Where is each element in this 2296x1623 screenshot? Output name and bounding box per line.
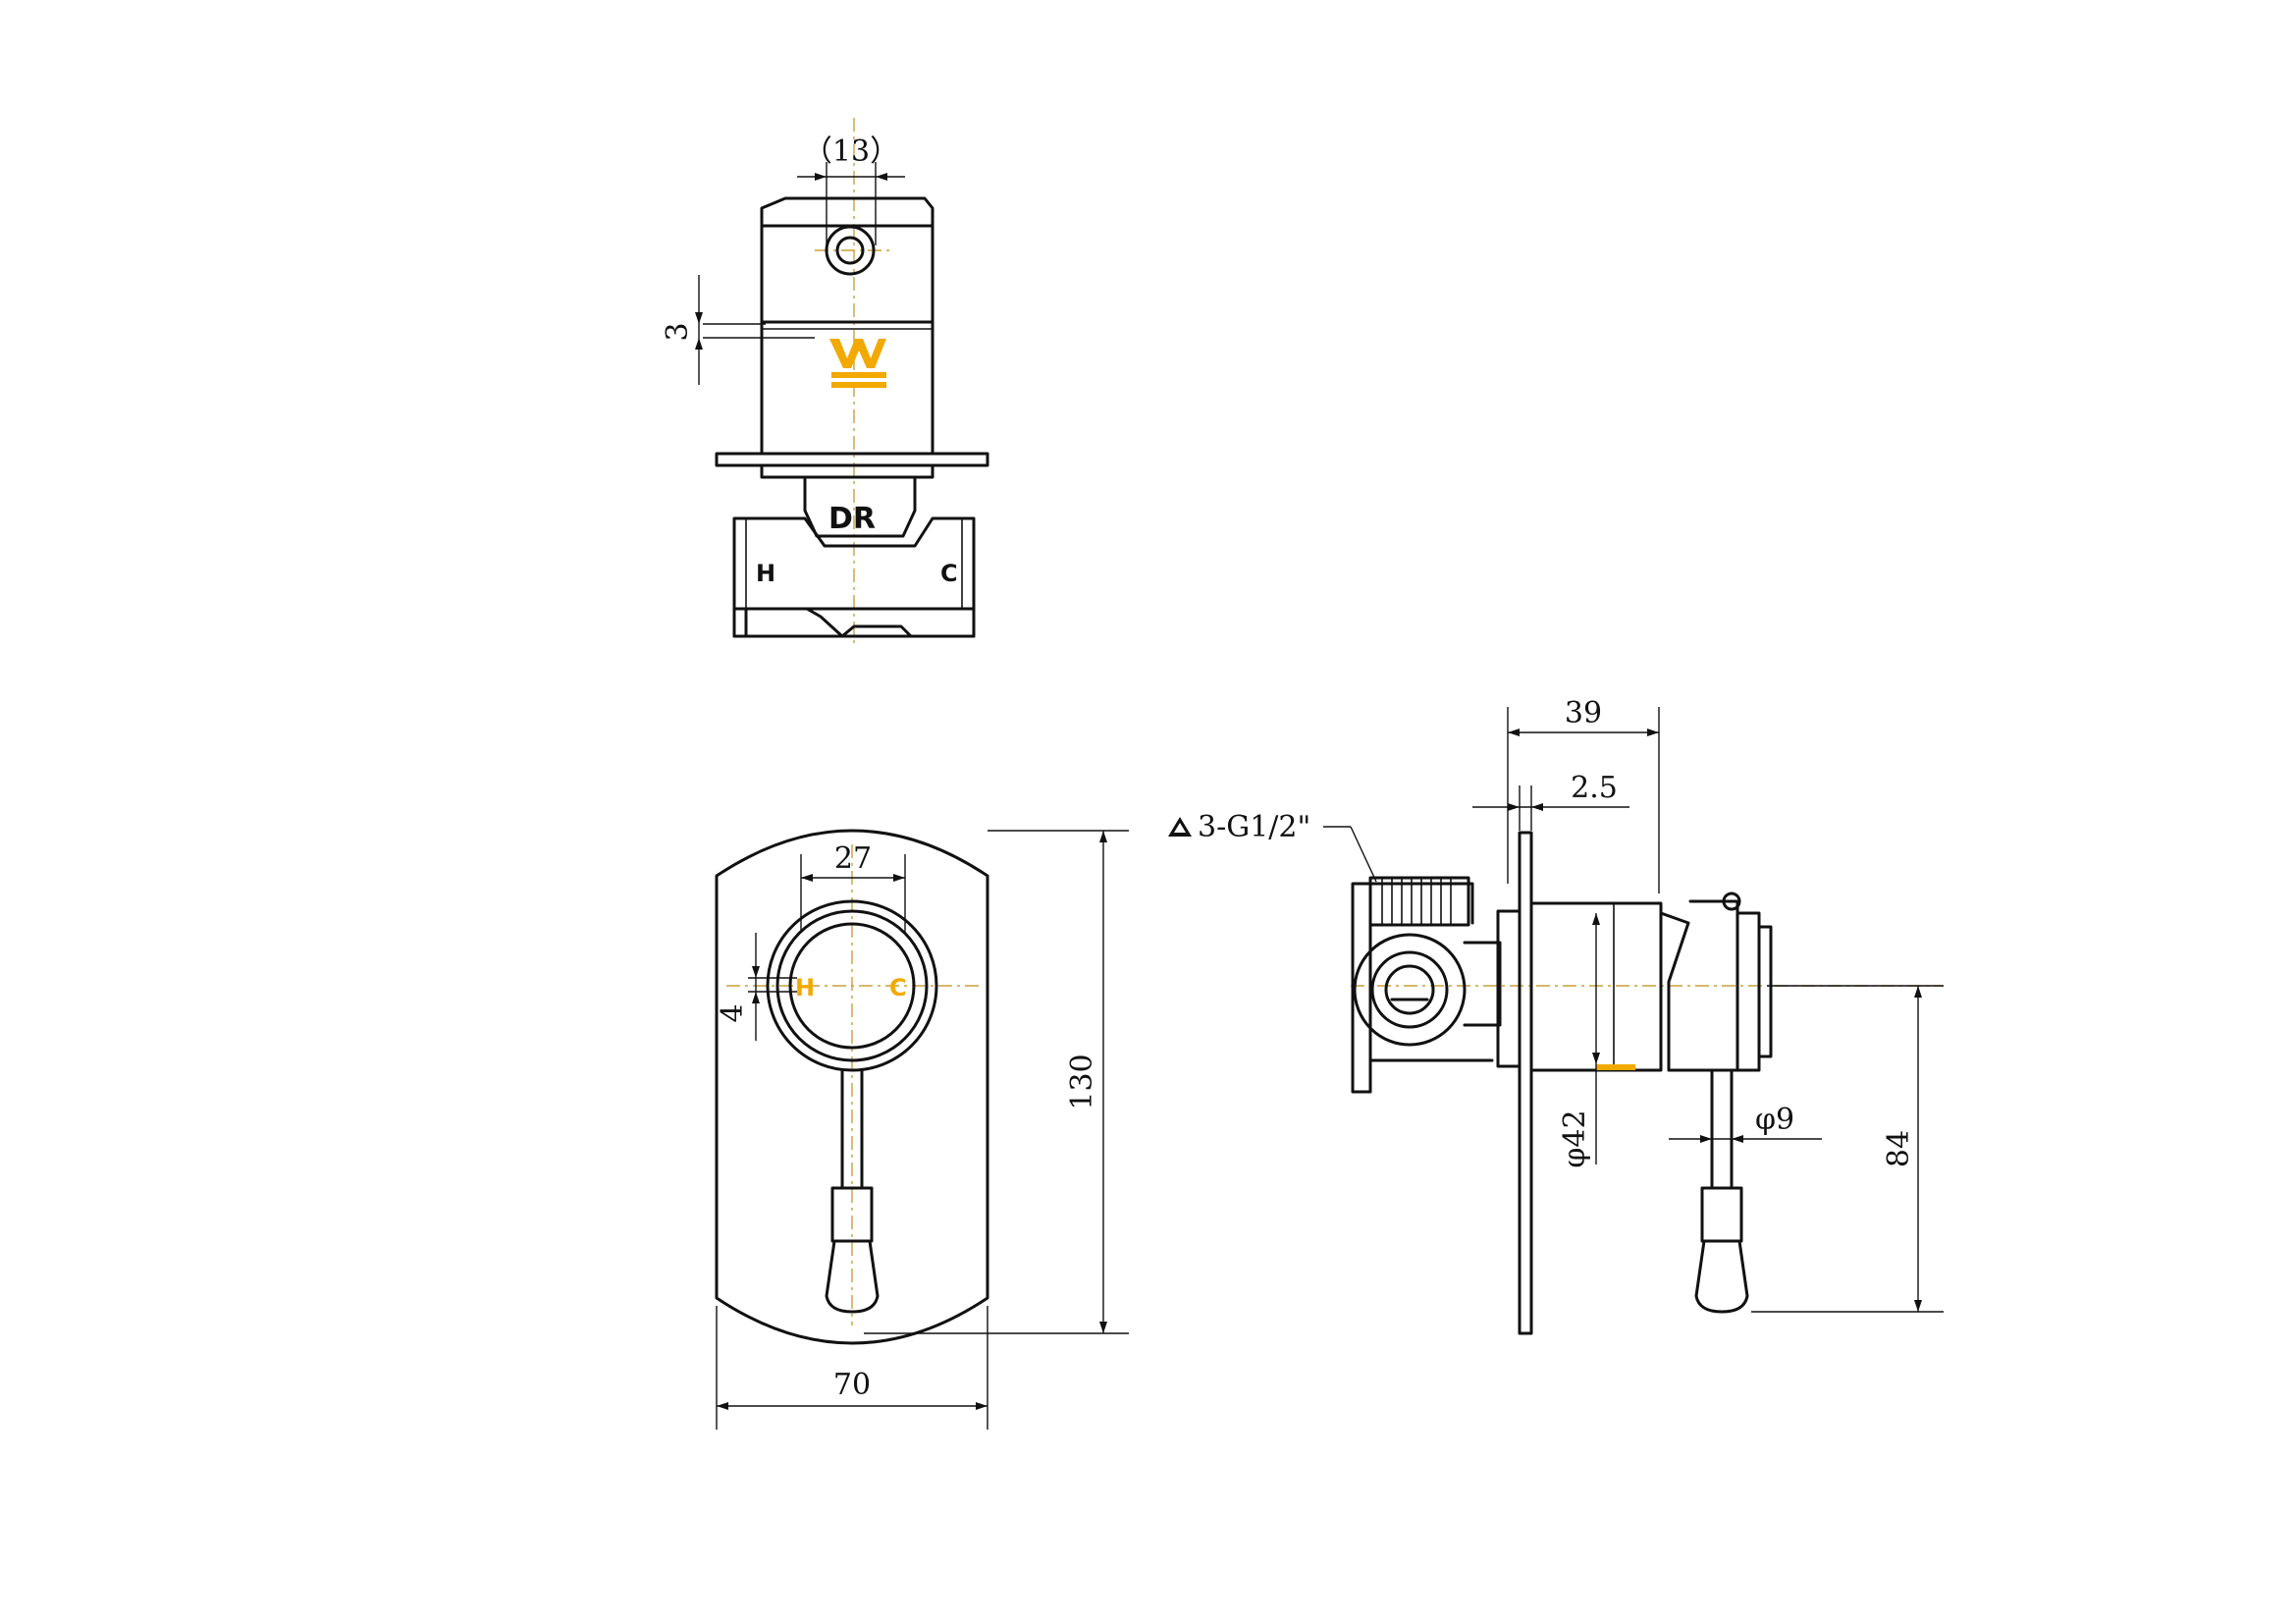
side-dim-arrows-9 xyxy=(1700,1135,1743,1143)
top-pin-outer xyxy=(825,225,876,276)
side-outlet-mid xyxy=(1370,950,1449,1029)
side-thread-hatch xyxy=(1381,878,1452,925)
front-dim-arrows-27 xyxy=(801,874,905,882)
front-lever-collar xyxy=(830,1186,874,1243)
front-dial-rim xyxy=(775,909,929,1062)
side-outlet-inner xyxy=(1384,964,1435,1015)
front-dial-face xyxy=(788,922,916,1050)
side-outlet-outer xyxy=(1353,933,1467,1047)
top-dr-neck xyxy=(803,475,917,538)
side-view: 3-G1/2" 39 2.5 φ42 φ9 84 xyxy=(1168,696,1944,1335)
side-handle-collar xyxy=(1700,1186,1743,1243)
side-dim-9-text: φ9 xyxy=(1755,1103,1794,1137)
front-dim-70-text: 70 xyxy=(833,1368,871,1402)
front-dim-130-text: 130 xyxy=(1065,1054,1099,1109)
top-cap-ring xyxy=(760,196,934,228)
front-dial-outer xyxy=(766,899,938,1072)
front-lever-shaft xyxy=(840,1068,864,1190)
side-bracket-plate xyxy=(1351,882,1372,1094)
side-head-cap xyxy=(1735,911,1761,1072)
side-wall-plate xyxy=(1518,831,1533,1335)
top-hot-label: H xyxy=(756,560,775,587)
side-bracket-arms xyxy=(1368,882,1494,1062)
side-dim-arrows-25 xyxy=(1508,803,1543,811)
top-valve-body xyxy=(732,516,976,638)
front-dim-arrows-4 xyxy=(752,966,760,1003)
top-cold-label: C xyxy=(940,560,958,587)
side-dim-39-text: 39 xyxy=(1565,696,1602,730)
top-pin-inner xyxy=(835,236,865,265)
side-head-cap-rim xyxy=(1757,925,1773,1058)
side-plate-boss xyxy=(1496,909,1522,1068)
front-view: H C 27 4 130 70 xyxy=(715,829,1129,1430)
front-cover-plate xyxy=(715,829,989,1345)
side-dim-84-text: 84 xyxy=(1882,1130,1916,1167)
front-dim-27-text: 27 xyxy=(834,841,872,876)
front-lever-grip xyxy=(825,1239,880,1314)
side-thread-inlet xyxy=(1368,876,1470,927)
front-hot-label: H xyxy=(795,974,815,1001)
triangle-marker-icon xyxy=(1168,817,1192,837)
top-flange-plate xyxy=(715,452,989,467)
top-dim-arrows-3 xyxy=(695,312,703,350)
side-thread-note: 3-G1/2" xyxy=(1198,810,1310,844)
top-dim-13-text: （13） xyxy=(803,135,899,169)
watermark-logo-icon xyxy=(829,339,886,388)
side-leader-line xyxy=(1350,826,1377,883)
top-flange-collar xyxy=(760,463,934,479)
side-handle-grip xyxy=(1694,1239,1749,1314)
side-dim-42-text: φ42 xyxy=(1558,1109,1592,1167)
top-dr-label: DR xyxy=(828,502,876,536)
top-body-base xyxy=(732,607,976,638)
front-dim-4-text: 4 xyxy=(716,1003,750,1022)
side-head-shroud xyxy=(1659,899,1739,1072)
side-body-connector xyxy=(1463,941,1502,1027)
side-accent-band xyxy=(1596,1064,1635,1070)
side-handle-shaft xyxy=(1710,1068,1734,1190)
side-head-pin xyxy=(1722,892,1741,911)
front-cold-label: C xyxy=(889,974,907,1001)
top-view: DR H C （13） 3 xyxy=(661,118,989,643)
top-dim-3-text: 3 xyxy=(661,322,695,341)
side-dim-25-text: 2.5 xyxy=(1571,771,1618,805)
